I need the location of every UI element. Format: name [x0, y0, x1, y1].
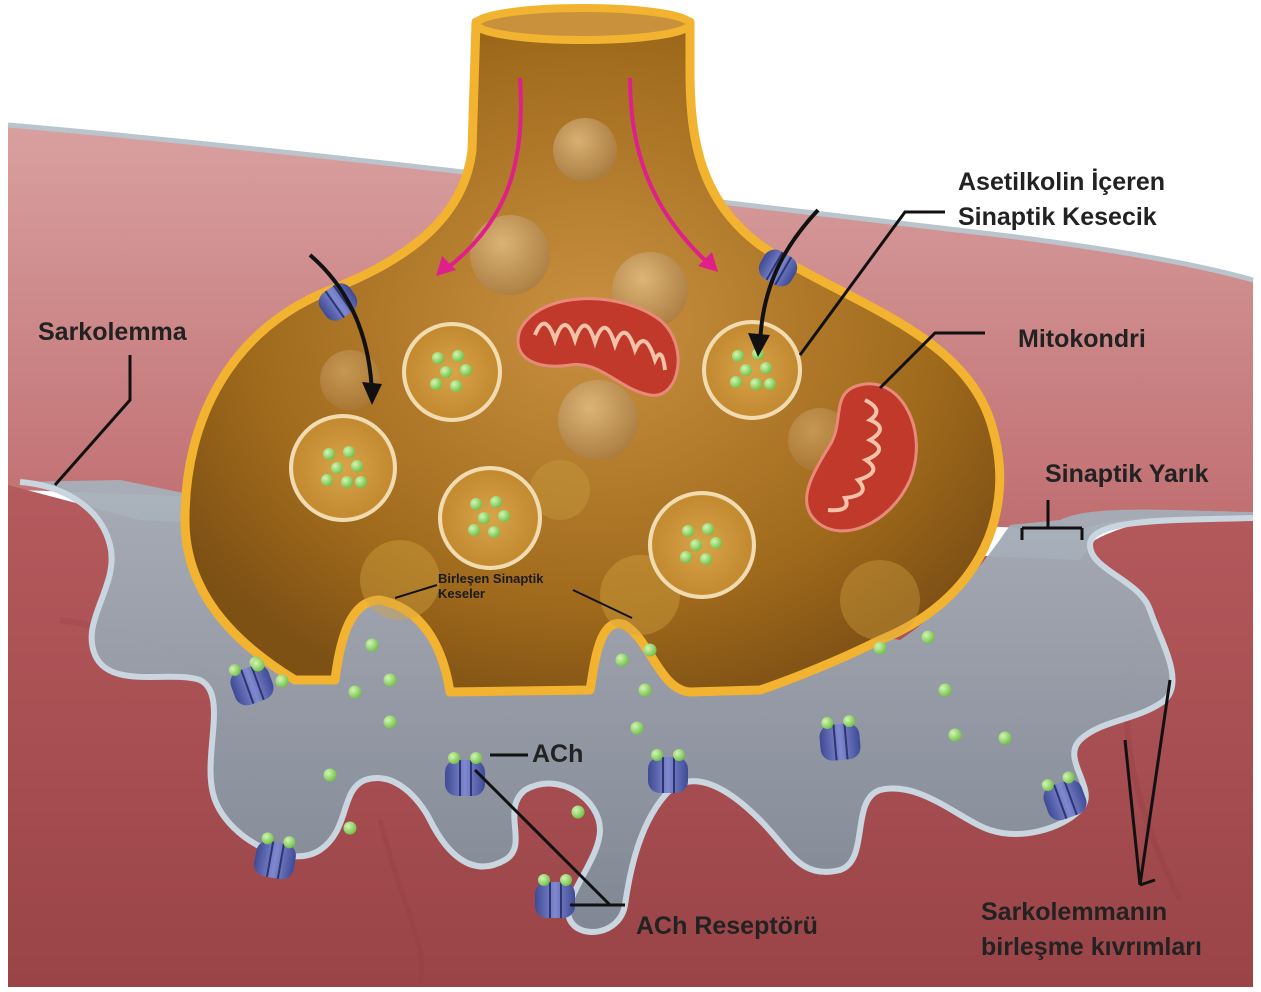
ach-molecule [644, 644, 657, 657]
ach-molecule [452, 350, 464, 362]
ach-molecule [440, 366, 452, 378]
label-ach-vesicle-line1: Asetilkolin İçeren [958, 168, 1165, 197]
ach-molecule [343, 446, 355, 458]
ach-molecule [760, 362, 772, 374]
ach-molecule [331, 462, 343, 474]
ach-molecule [432, 352, 444, 364]
label-ach-vesicle-line2: Sinaptik Kesecik [958, 203, 1165, 232]
ach-molecule [922, 631, 935, 644]
ach-molecule [323, 448, 335, 460]
ach-molecule [252, 659, 265, 672]
ach-molecule [764, 378, 776, 390]
ach-molecule [460, 364, 472, 376]
label-sinaptik-yarik: Sinaptik Yarık [1045, 460, 1209, 489]
label-ach: ACh [532, 740, 583, 769]
label-junctional-folds: Sarkolemmanın birleşme kıvrımları [981, 898, 1202, 962]
ach-molecule [498, 510, 510, 522]
ach-molecule [750, 378, 762, 390]
ach-molecule [874, 642, 887, 655]
ach-molecule [680, 551, 692, 563]
ach-molecule [949, 729, 962, 742]
ach-molecule [321, 474, 333, 486]
ach-molecule [344, 822, 357, 835]
ach-molecule [349, 686, 362, 699]
ach-molecule [384, 716, 397, 729]
ach-molecule [468, 524, 480, 536]
ach-molecule [478, 512, 490, 524]
ach-molecule [730, 376, 742, 388]
ach-molecule [470, 498, 482, 510]
ach-molecule [490, 496, 502, 508]
ach-molecule [682, 525, 694, 537]
ach-molecule [710, 537, 722, 549]
label-folds-line1: Sarkolemmanın [981, 898, 1202, 927]
ach-molecule [430, 378, 442, 390]
label-folds-line2: birleşme kıvrımları [981, 933, 1202, 962]
ach-molecule [572, 806, 585, 819]
ach-molecule [366, 639, 379, 652]
ach-molecule [639, 684, 652, 697]
ach-molecule [450, 380, 462, 392]
synaptic-vesicle [440, 468, 540, 568]
ach-molecule [732, 350, 744, 362]
synaptic-vesicle [404, 324, 500, 420]
ach-molecule [702, 523, 714, 535]
label-ach-receptor: ACh Reseptörü [636, 912, 818, 941]
ach-molecule [740, 364, 752, 376]
label-ach-vesicle: Asetilkolin İçeren Sinaptik Kesecik [958, 168, 1165, 232]
ach-molecule [700, 553, 712, 565]
label-fused-line1: Birleşen Sinaptik [438, 572, 543, 587]
label-fused-line2: Keseler [438, 587, 543, 602]
synaptic-vesicle [650, 493, 754, 597]
ach-molecule [616, 654, 629, 667]
ach-molecule [631, 722, 644, 735]
ach-molecule [384, 674, 397, 687]
label-mitokondri: Mitokondri [1018, 325, 1146, 354]
ach-molecule [355, 476, 367, 488]
ach-molecule [341, 476, 353, 488]
ach-molecule [324, 769, 337, 782]
label-sarkolemma: Sarkolemma [38, 318, 187, 347]
label-fused-vesicles: Birleşen Sinaptik Keseler [438, 572, 543, 602]
ach-molecule [690, 539, 702, 551]
synaptic-vesicle [291, 416, 395, 520]
ach-molecule [488, 526, 500, 538]
ach-molecule [276, 675, 289, 688]
ach-molecule [939, 684, 952, 697]
ach-molecule [351, 460, 363, 472]
ach-molecule [999, 732, 1012, 745]
